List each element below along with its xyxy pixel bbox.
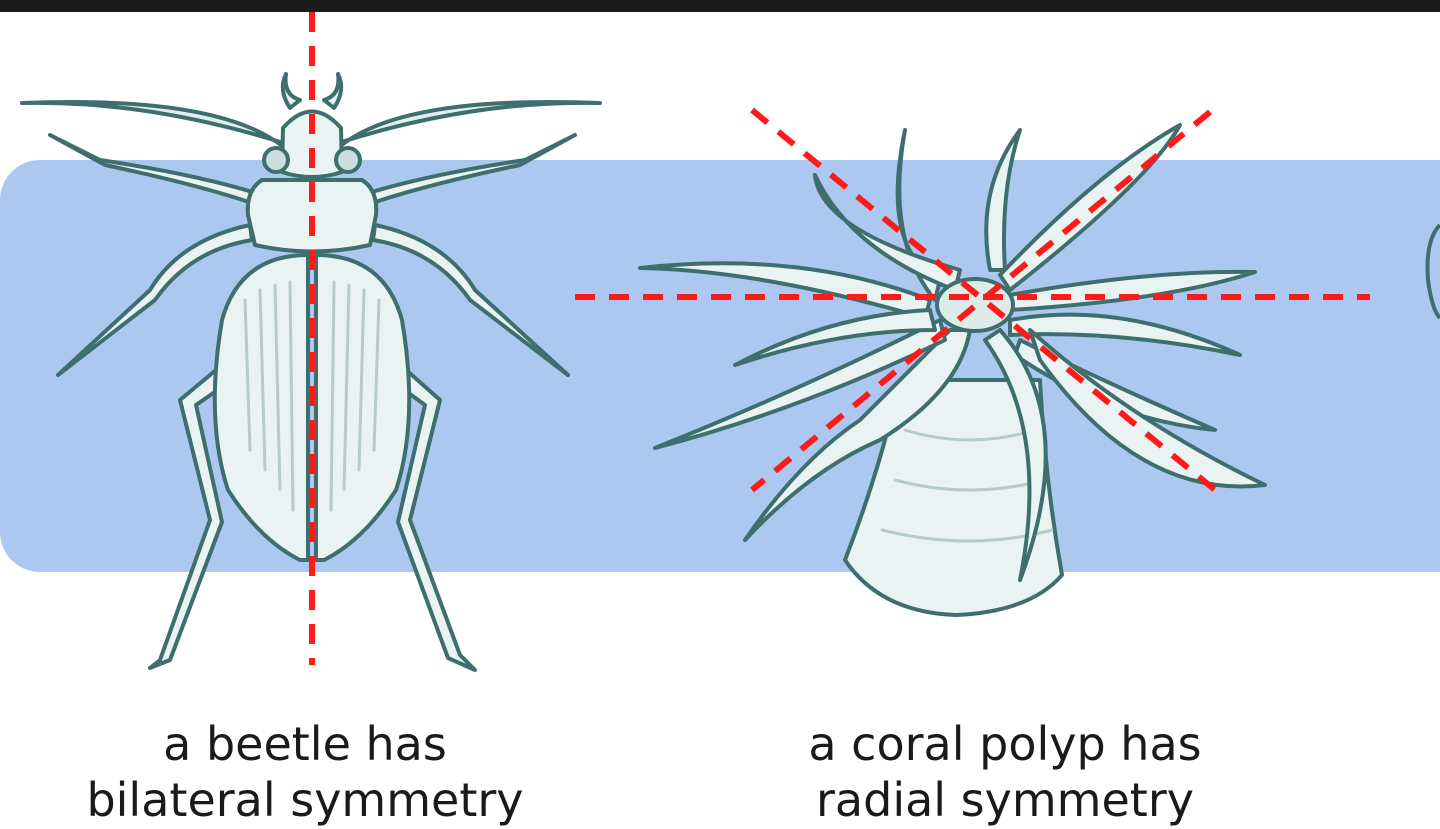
polyp-tentacle	[733, 308, 937, 367]
beetle-leg-front-right	[360, 133, 577, 207]
polyp-caption: a coral polyp has radial symmetry	[730, 716, 1280, 828]
polyp-caption-line1: a coral polyp has	[808, 717, 1202, 771]
polyp-tentacle	[1008, 312, 1242, 357]
polyp-tentacle	[743, 328, 972, 542]
polyp-caption-line2: radial symmetry	[816, 773, 1194, 827]
polyp-mouth	[935, 277, 1015, 333]
polyp-tentacle	[653, 318, 947, 450]
beetle-eye-right	[334, 146, 362, 174]
polyp-tentacle	[638, 261, 932, 320]
beetle-antenna-right	[330, 99, 602, 150]
beetle-eye-left	[262, 146, 290, 174]
top-border	[0, 0, 1440, 12]
beetle-antenna-left	[20, 99, 292, 150]
beetle-caption: a beetle has bilateral symmetry	[30, 716, 580, 828]
polyp-tentacle	[984, 128, 1022, 272]
polyp-tentacle	[1008, 269, 1257, 312]
beetle-elytron-left	[212, 253, 310, 562]
beetle-leg-mid-right	[371, 223, 570, 377]
polyp-symmetry-line-diagonal-up	[750, 109, 1212, 493]
coral-polyp-illustration	[638, 123, 1267, 617]
beetle-mandible-right	[322, 72, 344, 110]
beetle-leg-front-left	[48, 133, 264, 207]
polyp-stalk	[843, 378, 1064, 617]
beetle-illustration	[20, 72, 602, 672]
symmetry-lines	[309, 12, 1370, 665]
partial-figure-edge	[1425, 223, 1440, 320]
polyp-tentacle	[983, 328, 1048, 582]
beetle-elytron-right	[314, 253, 412, 562]
beetle-leg-mid-left	[56, 223, 254, 377]
beetle-caption-line2: bilateral symmetry	[86, 773, 524, 827]
polyp-tentacle	[813, 173, 962, 292]
beetle-mandible-left	[280, 72, 302, 110]
beetle-thorax	[245, 178, 379, 254]
beetle-caption-line1: a beetle has	[163, 717, 447, 771]
polyp-tentacle	[1028, 328, 1267, 489]
